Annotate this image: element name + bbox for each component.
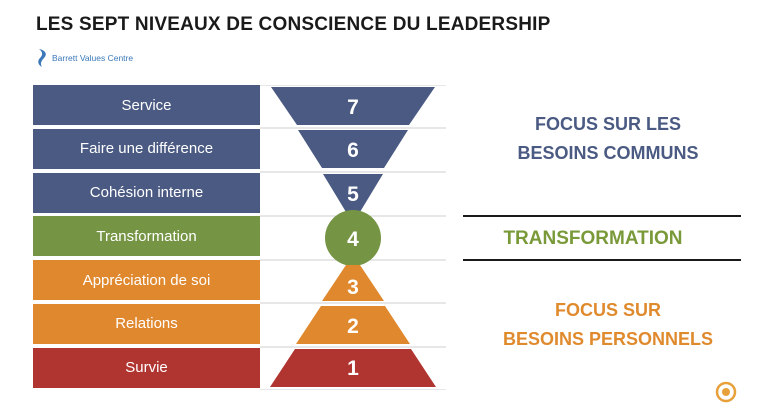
funnel-segment-7: [271, 87, 435, 125]
level-5-label: Cohésion interne: [33, 172, 260, 213]
level-number-7: 7: [347, 96, 359, 119]
level-label: Faire une différence: [79, 140, 214, 158]
level-1-label: Survie: [33, 347, 260, 388]
level-number-2: 2: [347, 315, 359, 338]
level-label: Cohésion interne: [89, 184, 204, 202]
pyramid-segment-2: [296, 306, 410, 344]
pyramid-segment-3: [322, 265, 384, 301]
level-number-3: 3: [347, 276, 359, 299]
level-label: Transformation: [96, 227, 197, 245]
focus-personal-line-2: BESOINS PERSONNELS: [502, 329, 714, 349]
focus-common-line-1: FOCUS SUR LES: [534, 114, 681, 134]
level-7-label: Service: [33, 85, 260, 125]
level-6-label: Faire une différence: [33, 128, 260, 169]
focus-personal-needs: FOCUS SUR BESOINS PERSONNELS: [483, 296, 733, 354]
level-2-label: Relations: [33, 303, 260, 344]
hourglass-diagram: 7 6 5 4 3 2 1: [260, 85, 446, 390]
focus-common-line-2: BESOINS COMMUNS: [517, 143, 699, 163]
pyramid-segment-1: [270, 349, 436, 387]
corner-logo-icon: [715, 381, 737, 403]
divider-top: [463, 215, 741, 217]
level-number-1: 1: [347, 357, 359, 380]
page-title: LES SEPT NIVEAUX DE CONSCIENCE DU LEADER…: [36, 14, 551, 35]
funnel-segment-6: [298, 130, 408, 168]
level-number-4: 4: [347, 228, 359, 251]
funnel-segment-5: [323, 174, 383, 212]
logo-text: Barrett Values Centre: [52, 53, 134, 63]
focus-transformation: TRANSFORMATION: [503, 228, 683, 249]
level-number-5: 5: [347, 183, 359, 206]
level-label: Relations: [115, 315, 178, 333]
transformation-circle: [325, 210, 381, 266]
level-4-label: Transformation: [33, 216, 260, 257]
levels-list: Service Faire une différence Cohésion in…: [33, 85, 260, 392]
level-label: Survie: [125, 359, 168, 377]
barrett-logo-icon: [38, 49, 46, 67]
level-number-6: 6: [347, 139, 359, 162]
focus-personal-line-1: FOCUS SUR: [554, 300, 661, 320]
level-label: Service: [121, 96, 172, 114]
focus-common-needs: FOCUS SUR LES BESOINS COMMUNS: [483, 110, 733, 168]
divider-bottom: [463, 259, 741, 261]
level-3-label: Appréciation de soi: [33, 260, 260, 301]
level-label: Appréciation de soi: [82, 271, 211, 289]
